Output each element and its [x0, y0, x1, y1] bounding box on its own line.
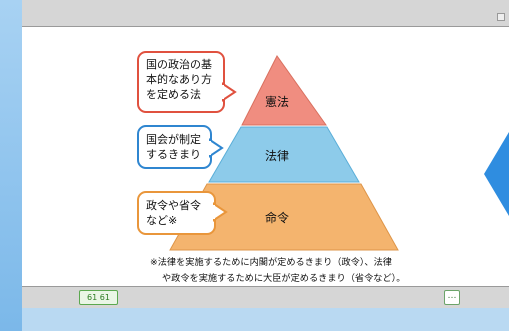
- callout-constitution-text: 国の政治の基 本的なあり方 を定める法: [146, 58, 212, 101]
- window-resize-icon[interactable]: [497, 13, 505, 21]
- callout-constitution-box: [137, 51, 237, 113]
- callout-order-box: [137, 191, 228, 235]
- callout-law-text: 国会が制定 するきまり: [146, 133, 201, 161]
- page-nav-button[interactable]: 61 61: [79, 290, 118, 305]
- next-slide-arrow-shape: [484, 132, 509, 216]
- top-toolbar: [22, 0, 509, 27]
- callout-order-text: 政令や省令 など※: [146, 199, 201, 227]
- more-options-button[interactable]: …: [444, 290, 460, 305]
- footnote-line-1: ※法律を実施するために内閣が定めるきまり（政令）、法律: [150, 257, 392, 268]
- bottom-toolbar: [22, 286, 509, 309]
- pyramid-top-layer: [241, 55, 327, 126]
- pyramid-middle-layer: [208, 126, 360, 183]
- layer-label-constitution: 憲法: [264, 95, 289, 109]
- footnote-line-2: や政令を実施するために大臣が定めるきまり（省令など）。: [162, 273, 406, 284]
- layer-label-law: 法律: [264, 149, 289, 163]
- left-margin: [0, 0, 22, 331]
- lower-background: [22, 308, 509, 331]
- callout-law-box: [137, 125, 224, 169]
- layer-label-order: 命令: [264, 211, 289, 225]
